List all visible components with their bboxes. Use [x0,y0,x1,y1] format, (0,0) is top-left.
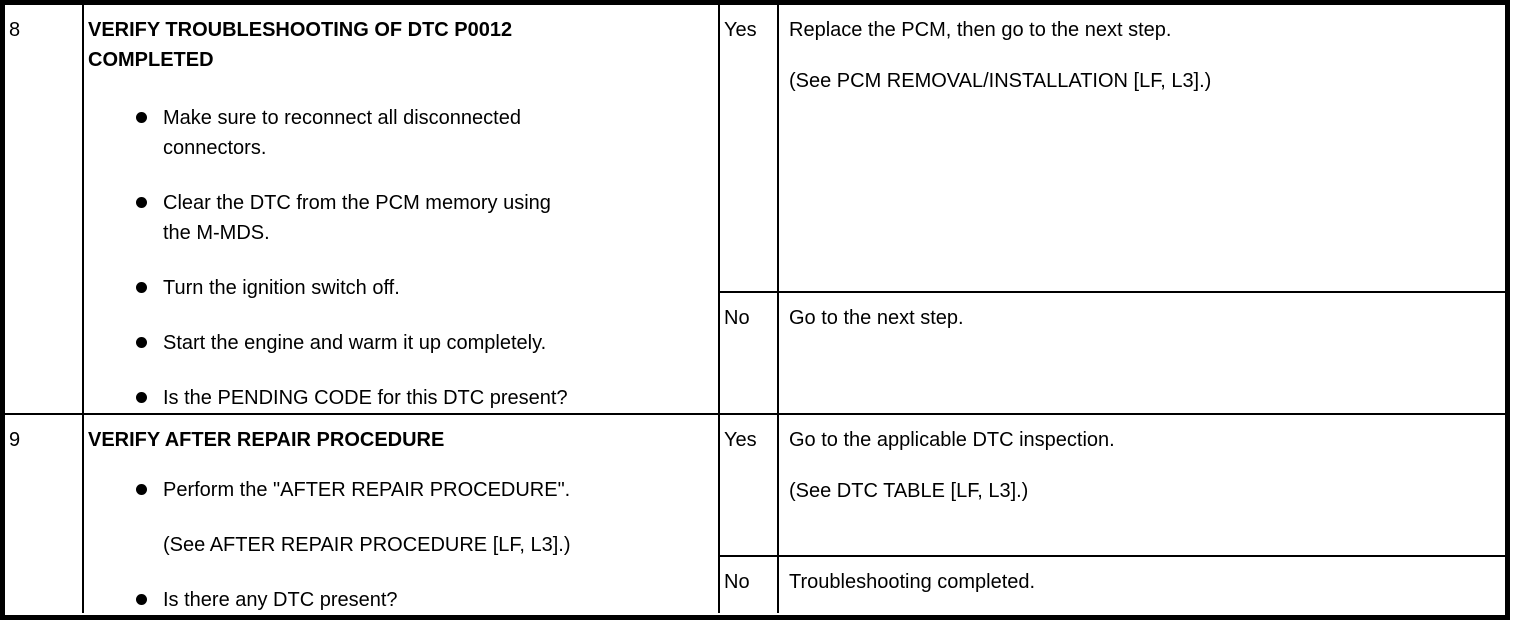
bullet-text: Clear the DTC from the PCM memory using … [163,192,551,244]
bullet-item: Make sure to reconnect all disconnected … [136,103,712,163]
outcomes-column: Yes Go to the applicable DTC inspection.… [720,415,1505,613]
inspection-cell: VERIFY AFTER REPAIR PROCEDURE Perform th… [84,415,720,613]
answer-cell: No [720,293,779,413]
step-number: 8 [9,19,21,41]
step-number-cell: 9 [5,415,84,613]
bullet-item: Start the engine and warm it up complete… [136,328,712,358]
bullet-text: Start the engine and warm it up complete… [163,332,547,354]
bullet-text: Turn the ignition switch off. [163,277,400,299]
answer-label: No [724,307,750,329]
bullet-item: Perform the "AFTER REPAIR PROCEDURE". [136,475,712,505]
action-reference: (See PCM REMOVAL/INSTALLATION [LF, L3].) [789,70,1212,92]
action-text: Replace the PCM, then go to the next ste… [789,19,1172,41]
action-text: Go to the next step. [789,307,964,329]
see-reference-note: (See AFTER REPAIR PROCEDURE [LF, L3].) [163,534,571,556]
outcome-row-yes: Yes Go to the applicable DTC inspection.… [720,415,1505,557]
inspection-cell: VERIFY TROUBLESHOOTING OF DTC P0012 COMP… [84,5,720,413]
answer-label: Yes [724,429,757,451]
answer-label: No [724,571,750,593]
action-cell: Troubleshooting completed. [779,557,1505,613]
bullet-icon [136,282,147,293]
bullet-icon [136,484,147,495]
bullet-list: Perform the "AFTER REPAIR PROCEDURE". (S… [86,475,712,613]
answer-cell: Yes [720,415,779,555]
action-text: Troubleshooting completed. [789,571,1036,593]
step-number: 9 [9,429,21,451]
table-row-step-9: 9 VERIFY AFTER REPAIR PROCEDURE Perform … [5,415,1505,613]
action-cell: Replace the PCM, then go to the next ste… [779,5,1505,291]
action-reference: (See DTC TABLE [LF, L3].) [789,480,1029,502]
bullet-icon [136,112,147,123]
answer-cell: No [720,557,779,613]
bullet-text: Make sure to reconnect all disconnected … [163,107,521,159]
bullet-item: Is there any DTC present? [136,585,712,613]
action-cell: Go to the applicable DTC inspection. (Se… [779,415,1505,555]
outcome-row-no: No Troubleshooting completed. [720,557,1505,613]
outcomes-column: Yes Replace the PCM, then go to the next… [720,5,1505,413]
bullet-text: Perform the "AFTER REPAIR PROCEDURE". [163,479,571,501]
bullet-text: Is the PENDING CODE for this DTC present… [163,387,568,409]
bullet-icon [136,337,147,348]
inspection-heading: VERIFY TROUBLESHOOTING OF DTC P0012 COMP… [88,19,513,71]
inspection-heading: VERIFY AFTER REPAIR PROCEDURE [88,429,445,451]
answer-label: Yes [724,19,757,41]
table-row-step-8: 8 VERIFY TROUBLESHOOTING OF DTC P0012 CO… [5,5,1505,415]
bullet-icon [136,392,147,403]
bullet-item: Turn the ignition switch off. [136,273,712,303]
action-text: Go to the applicable DTC inspection. [789,429,1115,451]
bullet-icon [136,594,147,605]
step-number-cell: 8 [5,5,84,413]
bullet-icon [136,197,147,208]
bullet-list: Make sure to reconnect all disconnected … [86,103,712,413]
bullet-item: Is the PENDING CODE for this DTC present… [136,383,712,413]
bullet-item: Clear the DTC from the PCM memory using … [136,188,712,248]
outcome-row-yes: Yes Replace the PCM, then go to the next… [720,5,1505,293]
bullet-text: Is there any DTC present? [163,589,398,611]
action-cell: Go to the next step. [779,293,1505,413]
outcome-row-no: No Go to the next step. [720,293,1505,413]
answer-cell: Yes [720,5,779,291]
